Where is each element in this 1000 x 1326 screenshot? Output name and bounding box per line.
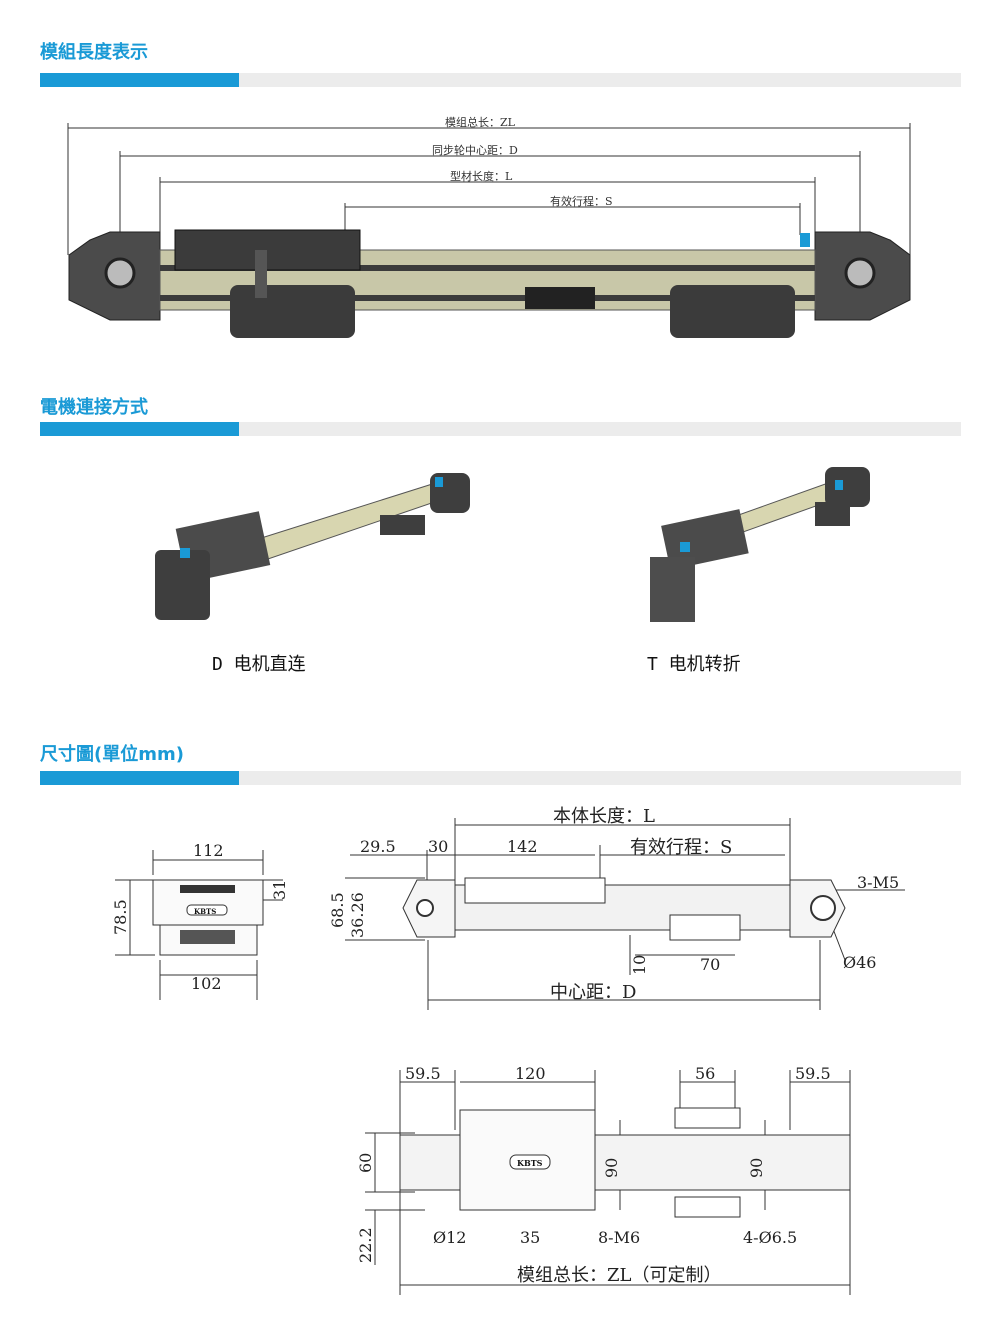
divider-accent	[40, 422, 239, 436]
dim-dia-12: Ø12	[433, 1228, 466, 1247]
dim-31: 31	[270, 880, 289, 900]
dim-total: 模组总长：ZL（可定制）	[517, 1265, 721, 1286]
dim-22-2: 22.2	[356, 1227, 375, 1263]
dim-stroke: 有效行程：S	[630, 837, 732, 858]
end-view-logo: KBTS	[194, 907, 216, 916]
dim-10: 10	[630, 955, 649, 975]
section-title-length: 模組長度表示	[40, 42, 148, 63]
dim-90-a: 90	[602, 1158, 621, 1178]
dim-center: 中心距：D	[550, 982, 636, 1003]
dim-29-5: 29.5	[360, 837, 396, 856]
length-diagram: 模组总长：ZL 同步轮中心距：D 型材长度：L 有效行程：S	[67, 115, 911, 338]
side-view-drawing: 本体长度：L 有效行程：S 29.5 30 142 3-M5 68.5 36.2…	[328, 806, 905, 1010]
dim-dia-46: Ø46	[843, 953, 876, 972]
section-divider	[40, 73, 961, 87]
caption-motor-direct: D 电机直连	[212, 654, 306, 675]
top-view-drawing: KBTS 59.5 120 56 59.5 60 22.2 90 90 Ø12 …	[356, 1064, 851, 1295]
dim-142: 142	[507, 837, 538, 856]
motor-direct-image	[155, 473, 470, 620]
dim-60: 60	[356, 1153, 375, 1173]
dim-36-26: 36.26	[348, 892, 367, 938]
dim-35: 35	[520, 1228, 540, 1247]
dim-120: 120	[515, 1064, 546, 1083]
divider-accent	[40, 73, 239, 87]
dim-70: 70	[700, 955, 720, 974]
label-zl: 模组总长：ZL	[445, 115, 516, 129]
end-view-drawing: KBTS 112 102 78.5 31	[111, 841, 289, 1000]
dim-56: 56	[695, 1064, 715, 1083]
dim-59-5-left: 59.5	[405, 1064, 441, 1083]
label-d: 同步轮中心距：D	[432, 143, 518, 157]
divider-accent	[40, 771, 239, 785]
section-title-motor: 電機連接方式	[40, 397, 148, 418]
dim-102: 102	[191, 974, 222, 993]
top-view-logo: KBTS	[517, 1158, 543, 1168]
dim-4-holes: 4-Ø6.5	[743, 1228, 797, 1247]
caption-motor-turn: T 电机转折	[647, 654, 741, 675]
label-l: 型材长度：L	[450, 169, 513, 183]
section-divider	[40, 771, 961, 785]
dim-59-5-right: 59.5	[795, 1064, 831, 1083]
dim-30: 30	[428, 837, 448, 856]
motor-turn-image	[650, 467, 870, 622]
dim-112: 112	[193, 841, 224, 860]
section-divider	[40, 422, 961, 436]
label-s: 有效行程：S	[550, 194, 613, 208]
dim-body-length: 本体长度：L	[553, 806, 655, 827]
section-title-dimensions: 尺寸圖(單位mm)	[40, 744, 184, 765]
dim-8-m6: 8-M6	[598, 1228, 640, 1247]
dim-68-5: 68.5	[328, 892, 347, 928]
dim-78-5: 78.5	[111, 899, 130, 935]
dim-90-b: 90	[747, 1158, 766, 1178]
dim-3-m5: 3-M5	[857, 873, 899, 892]
